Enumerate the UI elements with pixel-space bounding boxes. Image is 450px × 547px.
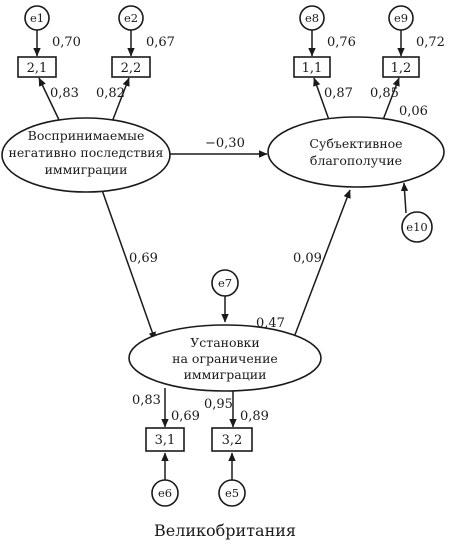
svg-text:благополучие: благополучие bbox=[310, 153, 402, 168]
coef-error-3-2: 0,89 bbox=[240, 409, 269, 424]
coef-wellbeing-e10: 0,06 bbox=[399, 104, 428, 119]
coef-path-perceived-wellbeing: −0,30 bbox=[205, 136, 245, 151]
svg-text:негативно последствия: негативно последствия bbox=[9, 145, 164, 160]
coef-loading-2-1: 0,83 bbox=[50, 86, 79, 101]
arrow-perceived-to-2-2 bbox=[111, 77, 130, 123]
svg-text:e9: e9 bbox=[394, 11, 408, 25]
svg-text:Установки: Установки bbox=[190, 335, 259, 350]
arrow-wellbeing-to-1-2 bbox=[382, 77, 400, 121]
svg-text:1,2: 1,2 bbox=[391, 61, 412, 76]
coef-path-perceived-attitudes: 0,69 bbox=[129, 251, 158, 266]
svg-text:иммиграции: иммиграции bbox=[45, 162, 128, 177]
indicator-3-2: 3,2 bbox=[211, 427, 253, 452]
svg-text:на ограничение: на ограничение bbox=[172, 351, 278, 366]
arrow-perceived-to-attitudes bbox=[101, 189, 156, 341]
coef-loading-2-2: 0,82 bbox=[96, 86, 125, 101]
svg-text:иммиграции: иммиграции bbox=[184, 367, 267, 382]
latent-immigration-attitudes: Установки на ограничение иммиграции bbox=[128, 324, 322, 392]
coef-loading-3-1: 0,83 bbox=[132, 393, 161, 408]
latent-perceived-consequences: Воспринимаемые негативно последствия имм… bbox=[1, 117, 171, 193]
arrow-wellbeing-to-1-1 bbox=[313, 77, 330, 121]
svg-text:2,2: 2,2 bbox=[121, 61, 142, 76]
indicator-1-1: 1,1 bbox=[293, 56, 331, 78]
arrow-e10-to-wellbeing bbox=[400, 182, 409, 214]
coef-path-attitudes-wellbeing: 0,09 bbox=[293, 251, 322, 266]
caption-country: Великобритания bbox=[154, 521, 296, 540]
svg-text:2,1: 2,1 bbox=[27, 61, 48, 76]
coef-e8: 0,76 bbox=[327, 35, 356, 50]
error-e7: e7 bbox=[211, 269, 239, 297]
error-e8: e8 bbox=[299, 5, 325, 31]
svg-text:Воспринимаемые: Воспринимаемые bbox=[28, 128, 145, 143]
coef-loading-1-1: 0,87 bbox=[324, 86, 353, 101]
indicator-2-1: 2,1 bbox=[17, 56, 57, 78]
coef-e9: 0,72 bbox=[416, 35, 445, 50]
svg-text:e5: e5 bbox=[225, 486, 239, 500]
coef-attitudes-e7: 0,47 bbox=[256, 316, 285, 331]
coef-loading-3-2: 0,95 bbox=[204, 397, 233, 412]
error-e10: e10 bbox=[401, 211, 433, 243]
svg-text:e1: e1 bbox=[30, 11, 44, 25]
coef-e1: 0,70 bbox=[52, 35, 81, 50]
svg-text:1,1: 1,1 bbox=[302, 61, 323, 76]
svg-text:e2: e2 bbox=[124, 11, 138, 25]
svg-text:e8: e8 bbox=[305, 11, 319, 25]
arrow-attitudes-to-wellbeing bbox=[292, 189, 351, 341]
coef-error-3-1: 0,69 bbox=[171, 409, 200, 424]
coef-e2: 0,67 bbox=[146, 35, 175, 50]
error-e2: e2 bbox=[118, 5, 144, 31]
coef-loading-1-2: 0,85 bbox=[370, 86, 399, 101]
svg-text:3,2: 3,2 bbox=[222, 433, 243, 448]
svg-text:e10: e10 bbox=[406, 220, 427, 234]
indicator-3-1: 3,1 bbox=[145, 427, 185, 452]
error-e6: e6 bbox=[151, 479, 179, 507]
indicator-1-2: 1,2 bbox=[382, 56, 420, 78]
error-e1: e1 bbox=[24, 5, 50, 31]
error-e9: e9 bbox=[388, 5, 414, 31]
error-e5: e5 bbox=[218, 479, 246, 507]
svg-text:e7: e7 bbox=[218, 276, 232, 290]
svg-text:Субъективное: Субъективное bbox=[309, 136, 402, 151]
indicator-2-2: 2,2 bbox=[111, 56, 151, 78]
latent-subjective-wellbeing: Субъективное благополучие bbox=[267, 116, 445, 188]
svg-text:e6: e6 bbox=[158, 486, 172, 500]
arrow-perceived-to-2-1 bbox=[38, 77, 61, 123]
svg-text:3,1: 3,1 bbox=[155, 433, 176, 448]
